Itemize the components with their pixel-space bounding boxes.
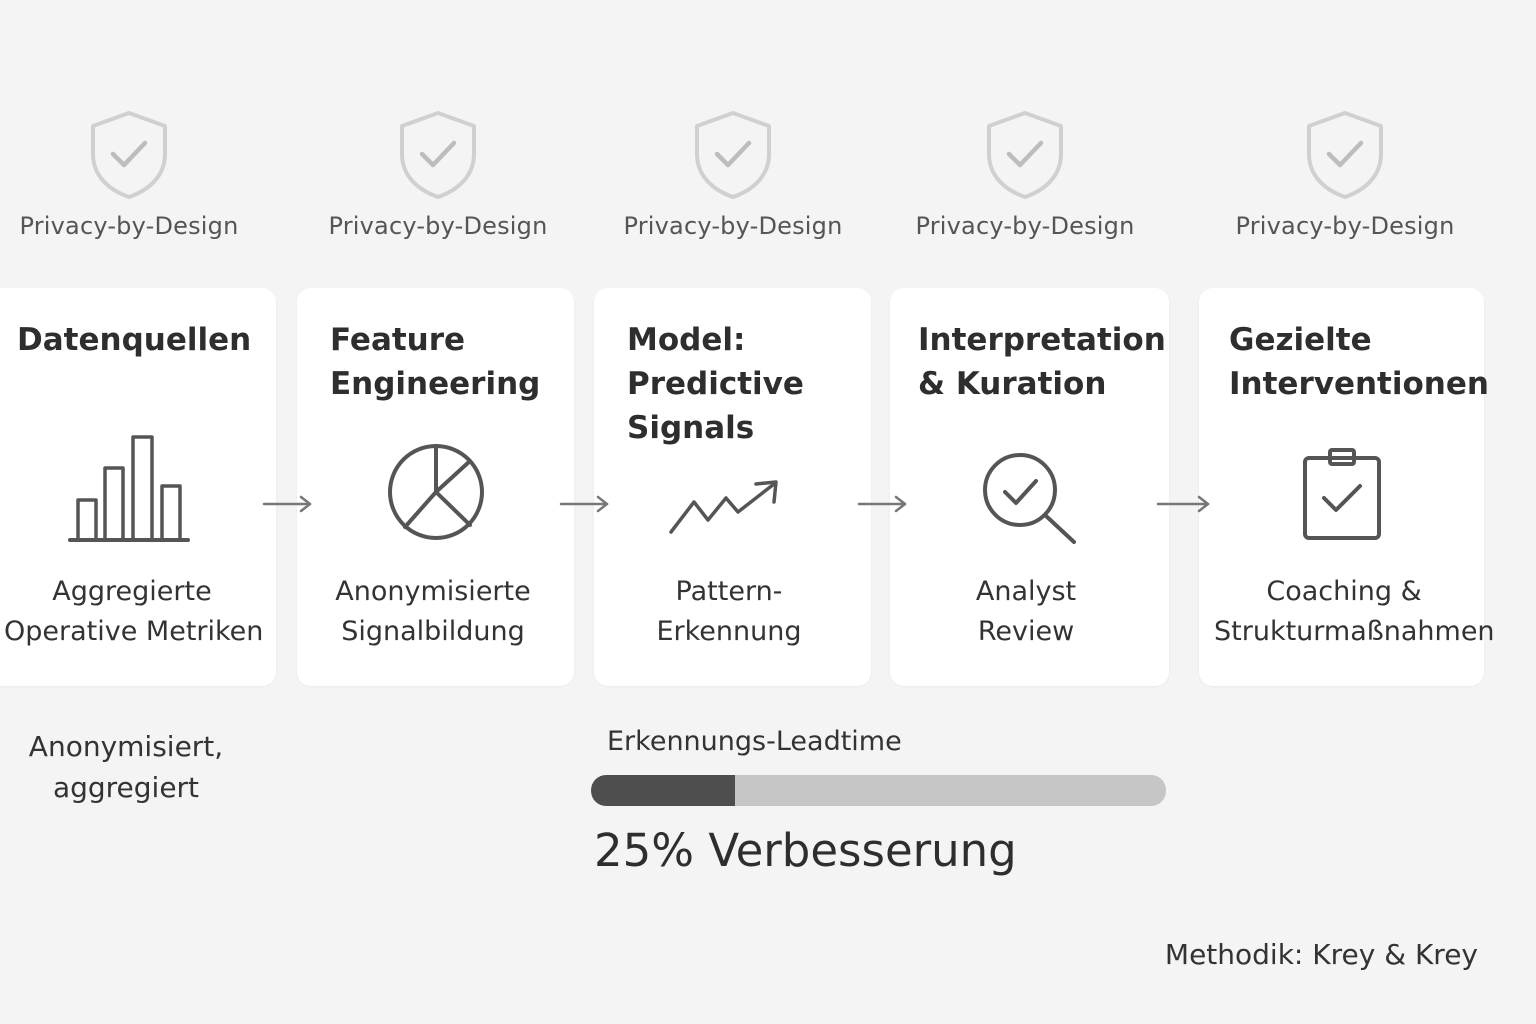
bar-chart-icon <box>68 435 190 542</box>
magnifier-check-icon <box>983 453 1076 544</box>
privacy-label: Privacy-by-Design <box>623 212 843 240</box>
privacy-badge-4: Privacy-by-Design <box>875 108 1175 240</box>
arrow-right-icon <box>559 495 609 513</box>
arrow-right-icon <box>262 495 312 513</box>
methodology-credit: Methodik: Krey & Krey <box>1164 938 1478 971</box>
step-card-datenquellen <box>0 288 276 686</box>
privacy-badge-5: Privacy-by-Design <box>1195 108 1495 240</box>
leadtime-progress-fill <box>591 775 735 806</box>
shield-check-icon <box>400 111 476 199</box>
step-description: Anonymisierte Signalbildung <box>335 576 531 647</box>
shield-check-icon <box>987 111 1063 199</box>
privacy-badge-2: Privacy-by-Design <box>288 108 588 240</box>
privacy-label: Privacy-by-Design <box>19 212 239 240</box>
step-title: Interpretation & Kuration <box>918 322 1166 402</box>
trend-up-icon <box>669 480 778 534</box>
privacy-label: Privacy-by-Design <box>1235 212 1455 240</box>
step-title: Datenquellen <box>17 322 252 358</box>
leadtime-progress-bar <box>591 775 1166 806</box>
step-description: Aggregierte Operative Metriken <box>4 576 264 647</box>
shield-check-icon <box>695 111 771 199</box>
pie-chart-icon <box>388 444 484 540</box>
metric-value: 25% Verbesserung <box>594 824 1017 877</box>
step-description: Pattern- Erkennung <box>656 576 802 647</box>
step-description: Coaching & Strukturmaßnahmen <box>1214 576 1495 647</box>
arrow-right-icon <box>857 495 907 513</box>
step-title: Gezielte Interventionen <box>1229 322 1489 402</box>
step-description: Analyst Review <box>975 576 1077 647</box>
privacy-label: Privacy-by-Design <box>915 212 1135 240</box>
source-note: Anonymisiert, aggregiert <box>28 730 224 804</box>
step-title: Model: Predictive Signals <box>627 322 804 446</box>
step-card-interventionen <box>1199 288 1484 686</box>
privacy-badge-3: Privacy-by-Design <box>583 108 883 240</box>
privacy-badge-1: Privacy-by-Design <box>0 108 279 240</box>
metric-label: Erkennungs-Leadtime <box>607 726 902 757</box>
shield-check-icon <box>1307 111 1383 199</box>
step-card-model <box>594 288 871 686</box>
step-title: Feature Engineering <box>330 322 541 402</box>
arrow-right-icon <box>1156 495 1210 513</box>
shield-check-icon <box>91 111 167 199</box>
privacy-label: Privacy-by-Design <box>328 212 548 240</box>
clipboard-check-icon <box>1303 448 1381 540</box>
